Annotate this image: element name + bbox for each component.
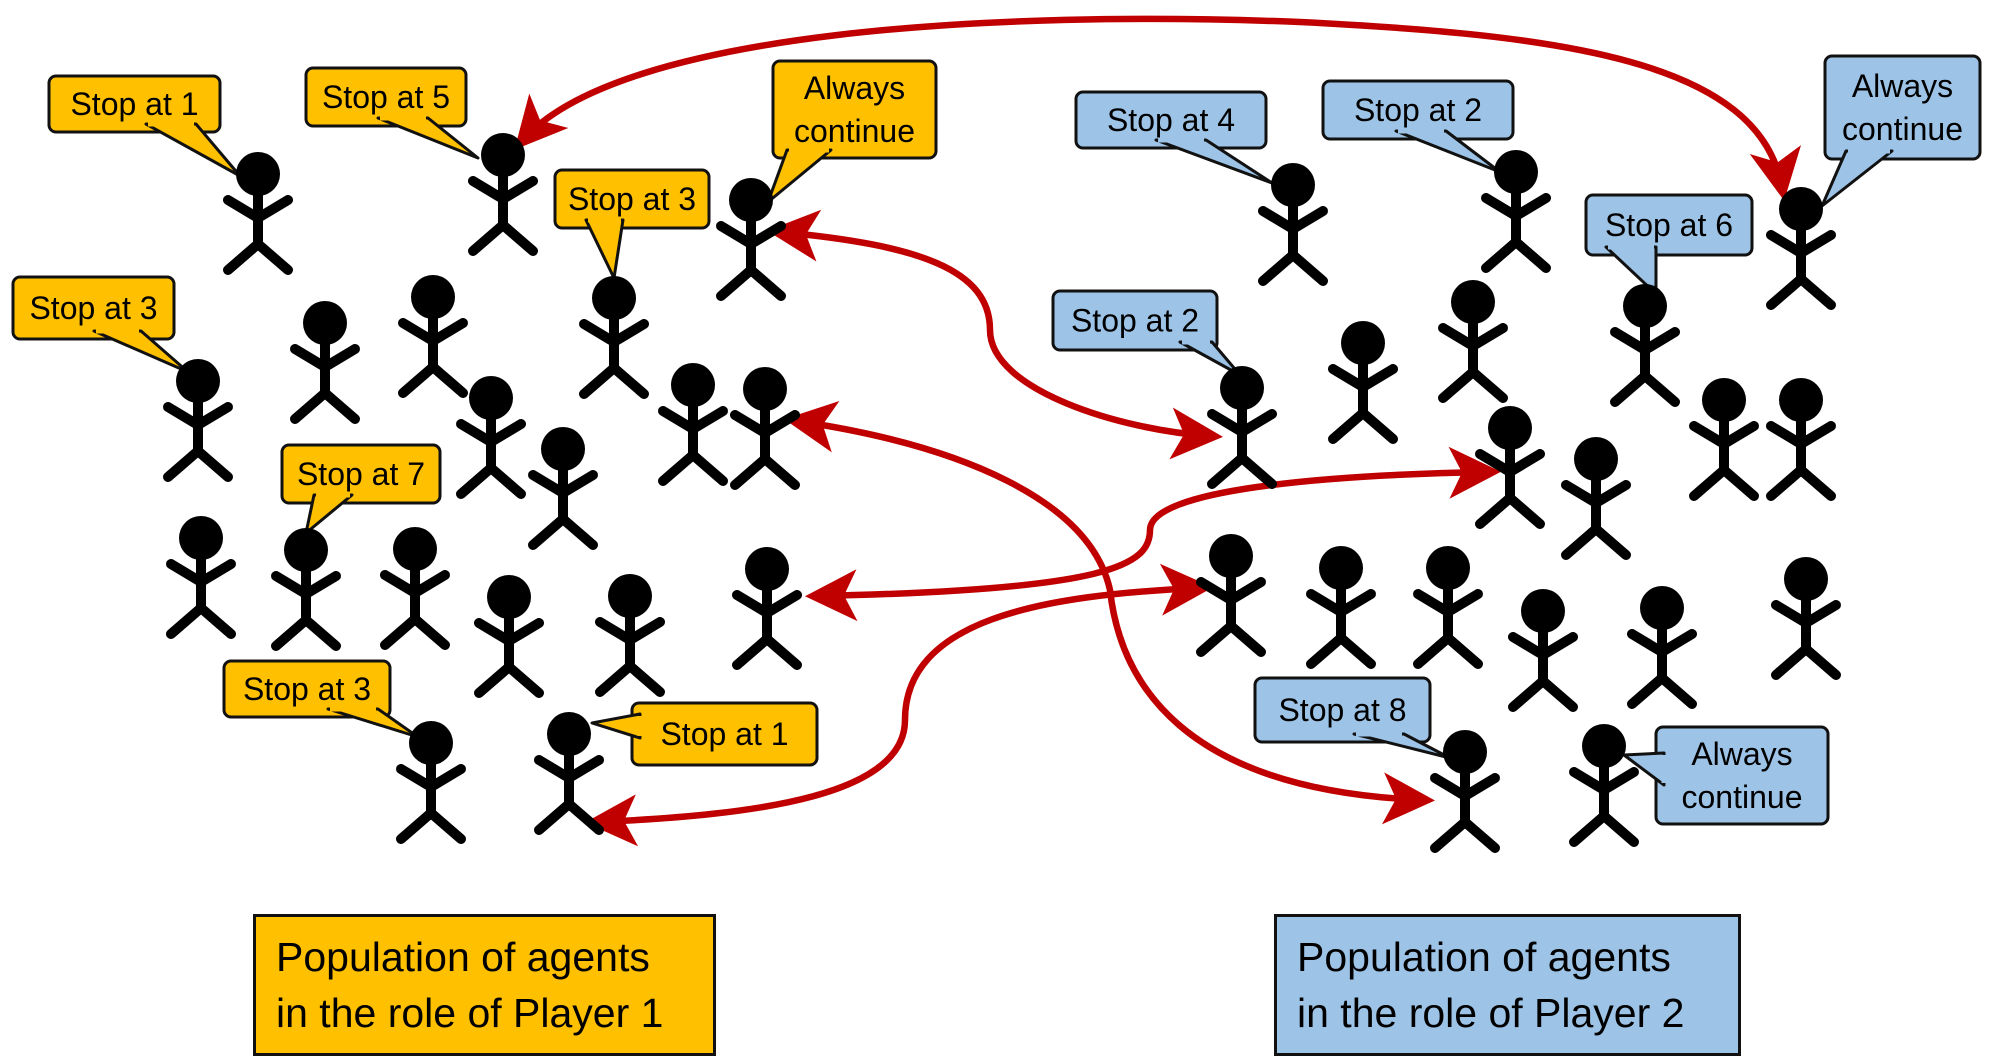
agent-figure [1569, 724, 1639, 847]
agent-figure [1438, 280, 1508, 403]
agent-figure [579, 276, 649, 399]
player1-speech-bubble: Stop at 1 [590, 701, 819, 767]
agent-figure [1766, 378, 1836, 501]
agent-figure [398, 275, 468, 398]
player1-speech-bubble: Stop at 1 [47, 74, 242, 178]
speech-bubble-text: Always [1691, 736, 1792, 772]
agent-figure [1508, 589, 1578, 712]
player2-speech-bubble: Always continue [1820, 54, 1982, 208]
agent-figure [1306, 546, 1376, 669]
speech-bubble-text: Stop at 3 [243, 671, 371, 707]
player2-speech-bubble: Stop at 4 [1074, 90, 1274, 185]
agent-figure [468, 133, 538, 256]
player2-speech-bubble: Stop at 6 [1584, 193, 1754, 296]
agent-figure [1610, 284, 1680, 407]
agent-figure [1771, 557, 1841, 680]
speech-bubble-text: Always [1852, 68, 1953, 104]
player1-label-line1: Population of agents [276, 934, 650, 980]
player1-label-line2: in the role of Player 1 [276, 990, 664, 1036]
arrow-p1-agent-to-p2-agent-upper [805, 446, 1501, 622]
speech-bubble-text: Stop at 8 [1278, 692, 1406, 728]
agent-figure [1430, 730, 1500, 853]
player2-speech-bubble: Stop at 8 [1253, 676, 1452, 760]
speech-bubble-text: Stop at 1 [70, 86, 198, 122]
agent-figure [166, 516, 236, 639]
arrow-p1-stop1-to-p2-agent-lower [585, 563, 1213, 847]
agent-figure [380, 527, 450, 650]
agent-figure [732, 547, 802, 670]
agent-figure [1196, 534, 1266, 657]
agent-figure [1328, 321, 1398, 444]
speech-bubble-text: Stop at 3 [568, 181, 696, 217]
speech-bubble-text: Always [804, 70, 905, 106]
agent-figure [474, 575, 544, 698]
speech-bubble-text: Stop at 2 [1071, 303, 1199, 339]
player2-population-label: Population of agents in the role of Play… [1274, 914, 1741, 1056]
player2-label-line1: Population of agents [1297, 934, 1671, 980]
speech-bubble-text: continue [1682, 779, 1803, 815]
player2-speech-bubble: Stop at 2 [1051, 289, 1242, 377]
agent-figure [730, 367, 800, 490]
player1-speech-bubble: Stop at 3 [11, 275, 190, 374]
agent-figures [163, 133, 1841, 853]
player2-speech-bubble: Always continue [1622, 725, 1830, 826]
speech-bubble-text: Stop at 1 [660, 716, 788, 752]
player1-population-label: Population of agents in the role of Play… [253, 914, 716, 1056]
speech-bubble-text: continue [1842, 111, 1963, 147]
agent-figure [1766, 187, 1836, 310]
agent-figure [595, 574, 665, 697]
agent-figure [290, 301, 360, 424]
player1-speech-bubble: Stop at 3 [222, 659, 420, 739]
agent-figure [1481, 150, 1551, 273]
agent-figure [1475, 406, 1545, 529]
player2-label-line2: in the role of Player 2 [1297, 990, 1685, 1036]
player2-speech-bubble: Stop at 2 [1321, 79, 1515, 174]
speech-bubble-text: Stop at 6 [1605, 207, 1733, 243]
speech-bubble-text: Stop at 7 [297, 456, 425, 492]
speech-bubble-text: Stop at 5 [322, 79, 450, 115]
agent-figure [456, 376, 526, 499]
speech-bubble-text: Stop at 2 [1354, 92, 1482, 128]
speech-bubble-text: continue [794, 113, 915, 149]
agent-figure [1258, 163, 1328, 286]
player1-speech-bubble: Stop at 3 [553, 168, 711, 280]
agent-figure [658, 363, 728, 486]
agent-figure [1413, 546, 1483, 669]
agent-figure [396, 721, 466, 844]
agent-figure [1207, 366, 1277, 489]
agent-figure [1561, 437, 1631, 560]
agent-figure [528, 427, 598, 550]
agent-figure [163, 359, 233, 482]
agent-figure [716, 178, 786, 301]
agent-figure [223, 152, 293, 275]
speech-bubble-text: Stop at 4 [1107, 102, 1235, 138]
agent-figure [271, 528, 341, 651]
agent-figure [1627, 586, 1697, 709]
player1-speech-bubble: Always continue [766, 59, 938, 204]
player1-speech-bubble: Stop at 5 [304, 66, 480, 160]
agent-figure [534, 712, 604, 835]
speech-bubble-text: Stop at 3 [29, 290, 157, 326]
player1-speech-bubble: Stop at 7 [280, 443, 442, 535]
agent-figure [1689, 378, 1759, 501]
interaction-arrows [514, 15, 1801, 847]
arrow-p1-stop5-to-p2-always-continue [514, 15, 1801, 201]
